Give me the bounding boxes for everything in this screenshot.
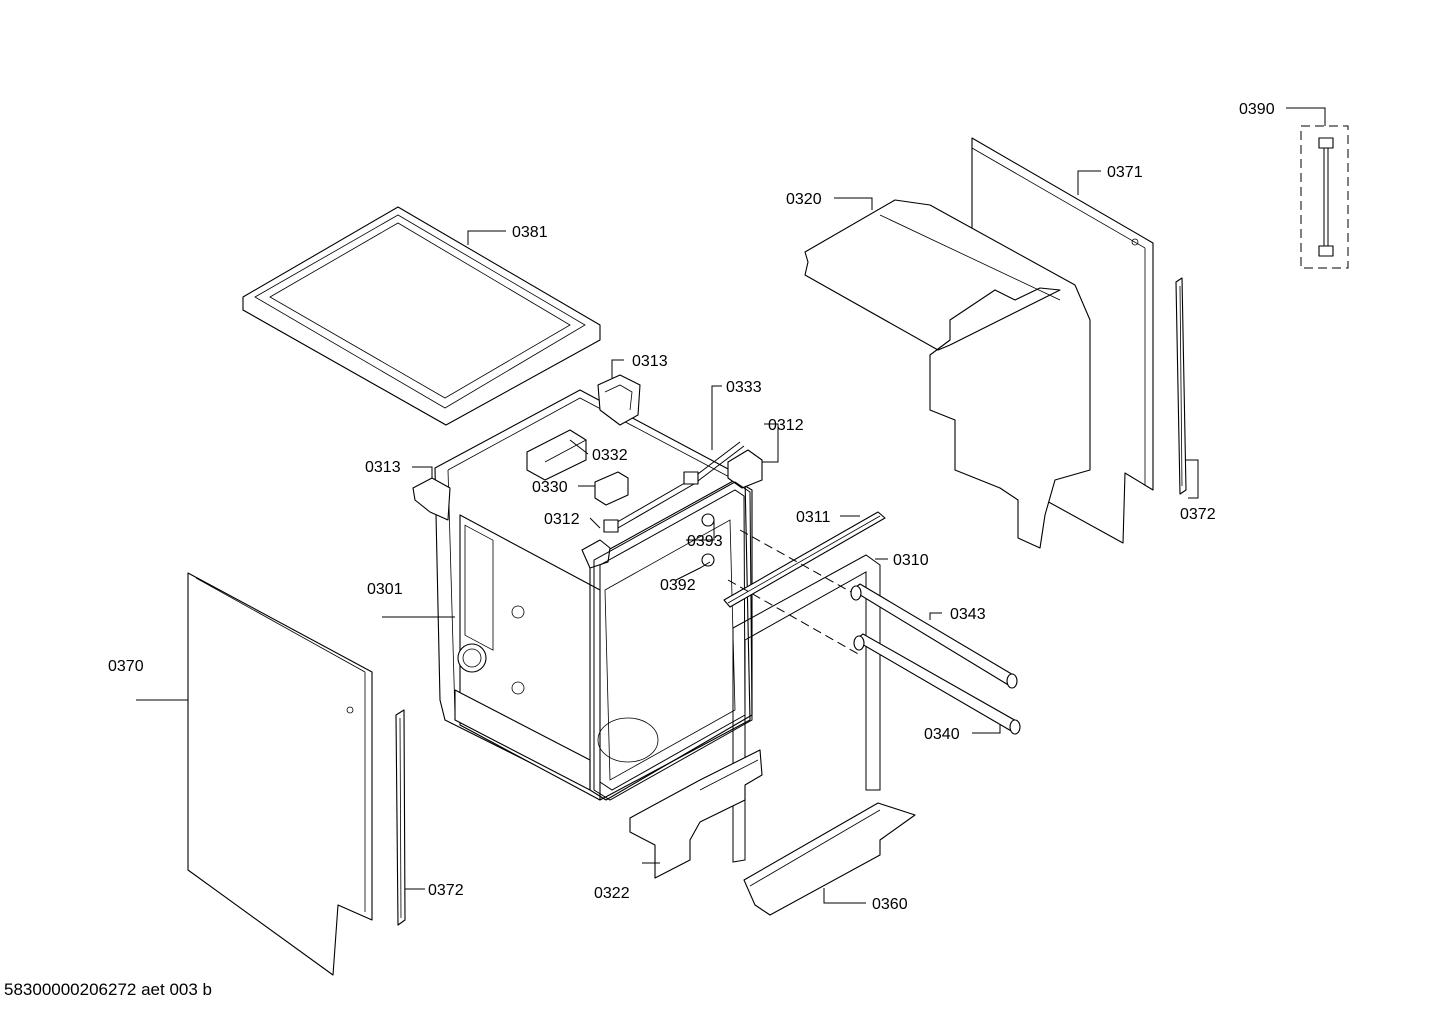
- part-0390-cable[interactable]: [1300, 125, 1349, 269]
- alignment-line: [739, 529, 861, 598]
- label-0310: 0310: [893, 552, 929, 569]
- label-0330: 0330: [532, 479, 568, 496]
- part-0340-bar[interactable]: [853, 633, 1021, 735]
- part-0393-fitting[interactable]: [701, 513, 715, 527]
- part-0360-tray[interactable]: [743, 802, 916, 916]
- label-0301: 0301: [367, 581, 403, 598]
- part-0381-worktop[interactable]: [242, 206, 601, 426]
- part-0310-seal[interactable]: [732, 554, 881, 863]
- label-0393: 0393: [687, 533, 723, 550]
- label-0313-top: 0313: [632, 353, 668, 370]
- drawing-id: 58300000206272 aet 003 b: [4, 980, 212, 999]
- part-0313-clip-top[interactable]: [597, 374, 641, 426]
- label-0340: 0340: [924, 726, 960, 743]
- label-0372-left: 0372: [428, 882, 464, 899]
- label-0333: 0333: [726, 379, 762, 396]
- part-0392-fitting[interactable]: [701, 553, 715, 567]
- label-0371: 0371: [1107, 164, 1143, 181]
- label-0313-left: 0313: [365, 459, 401, 476]
- part-0372-right-strip[interactable]: [1175, 277, 1187, 495]
- part-0330-module[interactable]: [594, 471, 629, 506]
- part-0322-plinth-insulation[interactable]: [629, 749, 763, 879]
- label-0381: 0381: [512, 224, 548, 241]
- leader-lines: [136, 107, 1326, 904]
- label-0392: 0392: [660, 577, 696, 594]
- part-0313-clip-left[interactable]: [412, 477, 451, 521]
- part-0372-left-strip[interactable]: [395, 709, 406, 926]
- part-0343-bar[interactable]: [850, 583, 1018, 689]
- label-0312-lower: 0312: [544, 511, 580, 528]
- part-0320-insulation[interactable]: [804, 199, 1091, 549]
- label-0320: 0320: [786, 191, 822, 208]
- part-0332-module[interactable]: [526, 429, 587, 481]
- part-0311-rail[interactable]: [723, 511, 886, 608]
- part-0301-tub-frame[interactable]: [434, 389, 753, 801]
- part-0312-clip[interactable]: [727, 449, 763, 489]
- alignment-line: [727, 579, 861, 656]
- label-0360: 0360: [872, 896, 908, 913]
- label-0312-top: 0312: [768, 417, 804, 434]
- label-0322: 0322: [594, 885, 630, 902]
- label-0390: 0390: [1239, 101, 1275, 118]
- label-0332: 0332: [592, 447, 628, 464]
- part-0333-wire[interactable]: [603, 441, 745, 533]
- label-0343: 0343: [950, 606, 986, 623]
- part-labels: 0390 0371 0320 0381 0313 0333 0312 0332 …: [108, 101, 1275, 913]
- part-0370-side-panel[interactable]: [187, 572, 373, 976]
- label-0370: 0370: [108, 658, 144, 675]
- part-0312-clip-lower[interactable]: [581, 539, 611, 569]
- label-0311: 0311: [796, 509, 831, 526]
- label-0372-right: 0372: [1180, 506, 1216, 523]
